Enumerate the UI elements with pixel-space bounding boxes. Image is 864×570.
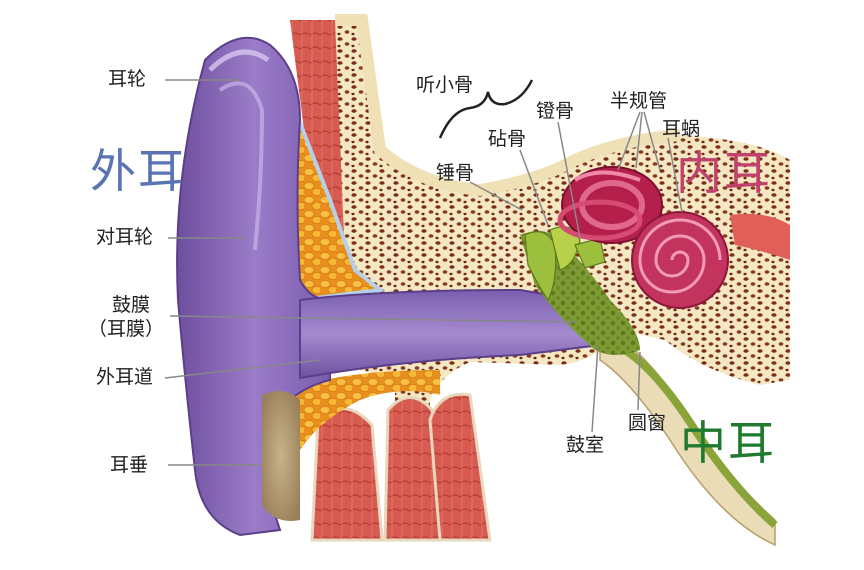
incus-label: 砧骨: [488, 128, 527, 150]
leader-canals-b: [635, 111, 643, 169]
earlobe-tissue: [262, 391, 300, 521]
lower-muscle-c: [428, 392, 492, 542]
semicircular-canals-shape: [557, 166, 663, 244]
middle-ear-region-label: 中耳: [680, 416, 776, 470]
leader-stapes: [557, 121, 581, 239]
lower-muscle-a: [310, 407, 384, 542]
semicircular-canals-label: 半规管: [610, 90, 668, 112]
antihelix-label: 对耳轮: [96, 226, 154, 248]
leader-canals-a: [617, 111, 641, 171]
lower-cartilage: [280, 370, 440, 450]
leader-eardrum: [169, 315, 576, 323]
leader-lines: [164, 79, 683, 466]
cochlea-label: 耳蜗: [662, 118, 701, 140]
inner-ear-tissue: [730, 213, 790, 260]
eardrum-alt-label: （耳膜）: [88, 318, 165, 340]
helix-label: 耳轮: [108, 68, 147, 90]
tympanic-cavity-label: 鼓室: [566, 434, 605, 456]
leader-cochlea: [667, 137, 683, 213]
leader-round-window: [637, 351, 641, 411]
malleus-bone: [524, 231, 557, 302]
eustachian-tube-core: [613, 341, 778, 529]
leader-ear-canal: [164, 359, 321, 379]
cochlea-shape: [631, 211, 729, 309]
ossicles-label: 听小骨: [416, 74, 474, 96]
malleus-label: 锤骨: [436, 162, 475, 184]
leader-incus: [519, 149, 549, 226]
antihelix-fold: [218, 81, 265, 251]
bone-lining: [335, 14, 681, 197]
eardrum-label: 鼓膜: [112, 294, 151, 316]
ear-canal-tube: [299, 288, 602, 380]
leader-malleus: [469, 181, 523, 211]
stapes-label: 镫骨: [536, 100, 575, 122]
outer-ear-region-label: 外耳: [90, 144, 186, 198]
inner-ear-region-label: 内耳: [676, 146, 772, 200]
helix-rim: [208, 49, 270, 72]
leader-canals-c: [643, 111, 661, 171]
earlobe-label: 耳垂: [110, 454, 149, 476]
round-window-label: 圆窗: [628, 412, 667, 434]
ossicles-brace: [438, 79, 534, 139]
leader-tympanic-cavity: [591, 344, 599, 433]
ear-canal-label: 外耳道: [96, 366, 154, 388]
